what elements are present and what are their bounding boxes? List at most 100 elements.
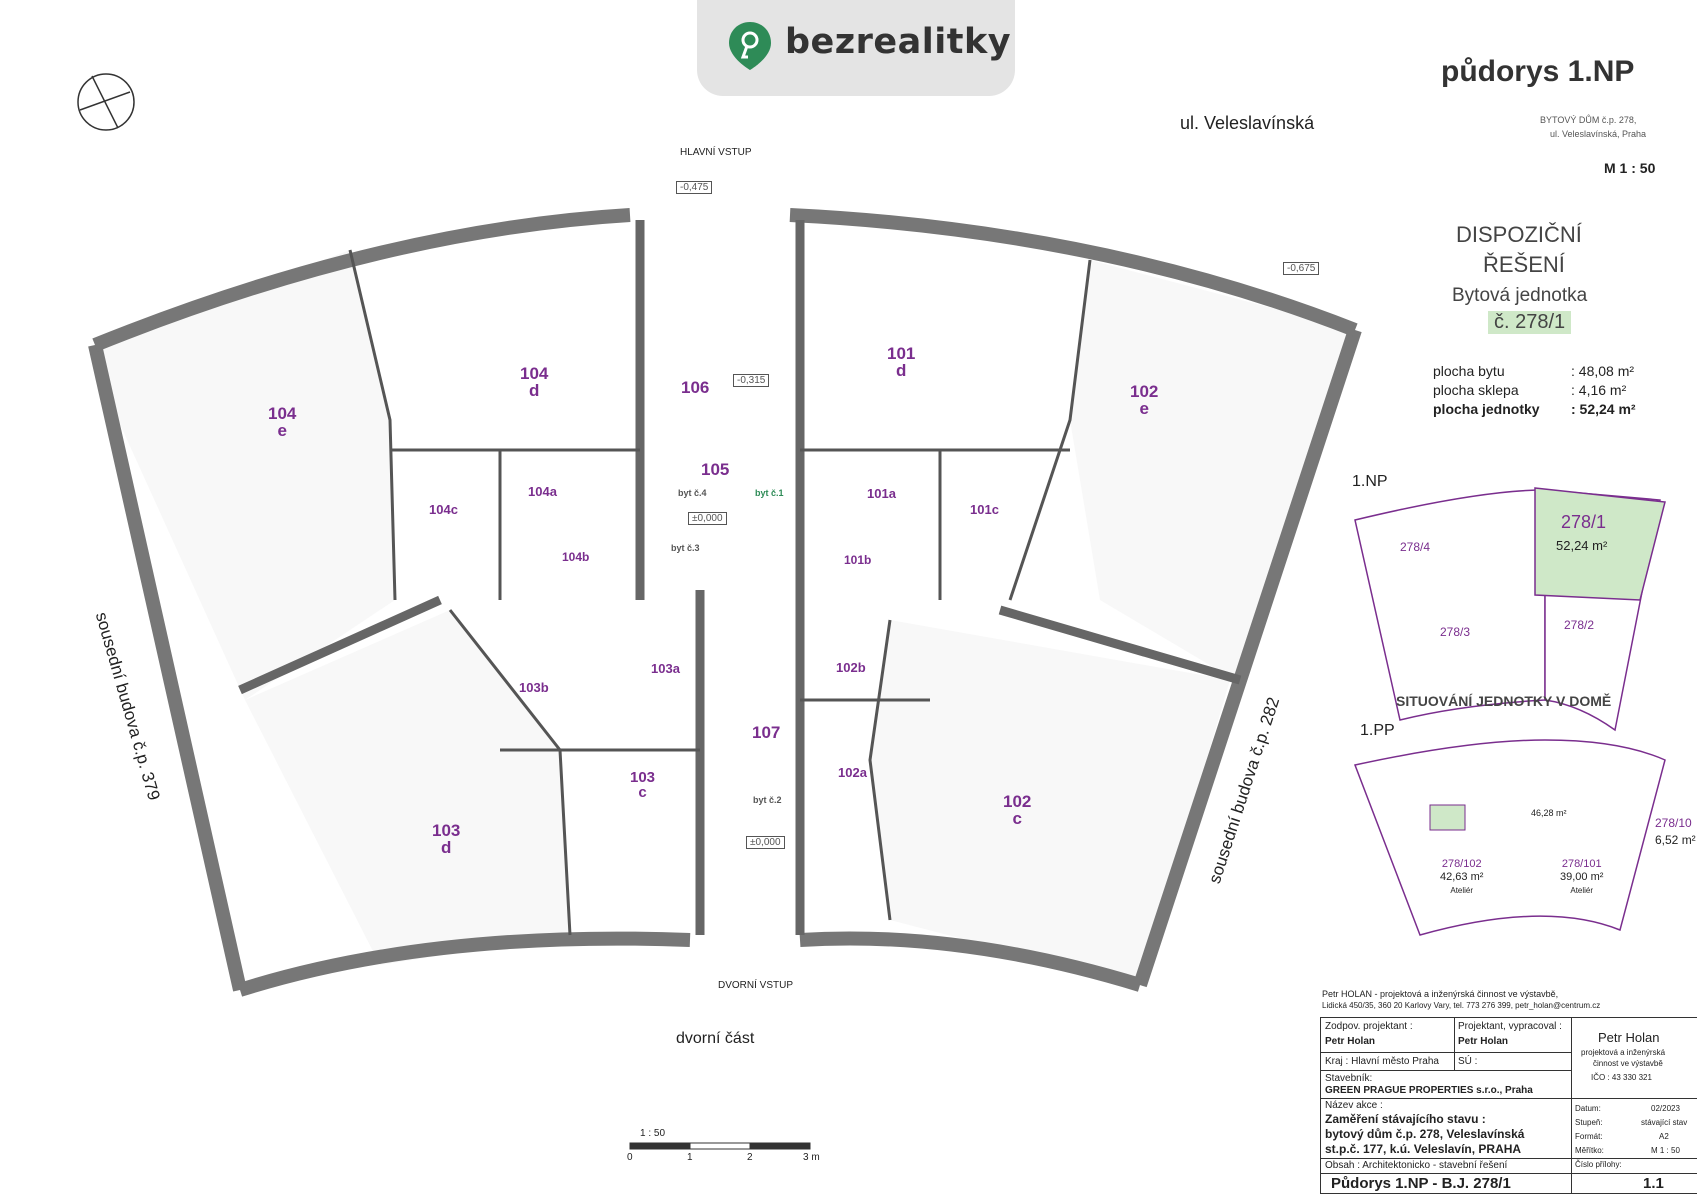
drawing-title: Půdorys 1.NP - B.J. 278/1 (1331, 1175, 1511, 1192)
scale-tick-3: 3 m (803, 1152, 820, 1163)
stamp-line-1: projektová a inženýrská (1581, 1048, 1666, 1057)
situation-pp-label: 1.PP (1360, 722, 1395, 739)
situation-unit-4: 278/4 (1400, 540, 1431, 554)
main-entrance-label: HLAVNÍ VSTUP (680, 147, 752, 158)
street-top: ul. Veleslavínská (1180, 113, 1315, 133)
level-entry: -0,475 (676, 181, 713, 194)
room-101a: 101a (867, 486, 896, 501)
room-102a: 102a (838, 765, 867, 780)
level-stair: -0,315 (733, 374, 770, 387)
room-104a: 104a (528, 484, 557, 499)
format-label: Formát: (1575, 1132, 1603, 1141)
room-104b: 104b (562, 550, 590, 564)
resp-label: Zodpov. projektant : (1325, 1021, 1413, 1032)
key-icon (729, 22, 771, 70)
kraj: Kraj : Hlavní město Praha (1325, 1056, 1439, 1067)
situation-1pp-outline (1353, 739, 1666, 936)
su: SÚ : (1458, 1056, 1478, 1067)
building-line-1: BYTOVÝ DŮM č.p. 278, (1540, 115, 1637, 125)
room-fills (95, 250, 1355, 985)
room-105: 105 (701, 460, 730, 479)
area-row-unit: plocha jednotky: 52,24 m² (1433, 401, 1636, 417)
brand-badge[interactable]: bezrealitky (697, 0, 1015, 96)
brand-name: bezrealitky (785, 22, 1012, 62)
flat-label-3: byt č.3 (671, 543, 700, 553)
stamp-ico: IČO : 43 330 321 (1591, 1073, 1652, 1082)
situation-selected-area: 52,24 m² (1556, 538, 1608, 553)
unit-label: Bytová jednotka (1452, 285, 1588, 306)
format: A2 (1659, 1132, 1669, 1141)
yard-entrance-label: DVORNÍ VSTUP (718, 980, 794, 991)
stage-label: Stupeň: (1575, 1118, 1603, 1127)
action-1: Zaměření stávajícího stavu : (1325, 1112, 1486, 1126)
action-label: Název akce : (1325, 1100, 1383, 1111)
num: 1.1 (1643, 1175, 1664, 1192)
company-line: Petr HOLAN - projektová a inženýrská čin… (1322, 989, 1559, 999)
situation-title: SITUOVÁNÍ JEDNOTKY V DOMĚ (1396, 693, 1612, 709)
resp-value: Petr Holan (1325, 1036, 1376, 1047)
disposition-title-1: DISPOZIČNÍ (1456, 222, 1582, 247)
area-row-cellar: plocha sklepa: 4,16 m² (1433, 382, 1627, 398)
level-main: ±0,000 (688, 512, 727, 525)
level-yard: ±0,000 (746, 836, 785, 849)
disposition-title-2: ŘEŠENÍ (1483, 252, 1565, 277)
scale: M 1 : 50 (1651, 1146, 1680, 1155)
investor-label: Stavebník: (1325, 1073, 1373, 1084)
title-block: Zodpov. projektant : Petr Holan Projekta… (1320, 1017, 1697, 1194)
room-103a: 103a (651, 661, 680, 676)
investor: GREEN PRAGUE PROPERTIES s.r.o., Praha (1325, 1085, 1533, 1096)
situation-highlight (1534, 487, 1666, 601)
room-101b: 101b (844, 553, 872, 567)
situation-pp-center: 46,28 m² (1531, 808, 1567, 818)
scale-tick-1: 1 (687, 1152, 693, 1163)
flat-label-4: byt č.4 (678, 488, 707, 498)
area-row-flat: plocha bytu: 48,08 m² (1433, 363, 1635, 379)
situation-1pp-highlight (1429, 804, 1466, 831)
situation-unit-3: 278/3 (1440, 625, 1471, 639)
situation-np-label: 1.NP (1352, 473, 1388, 490)
situation-unit-2: 278/2 (1564, 618, 1595, 632)
walls (88, 208, 1362, 997)
company-address: Lidická 450/35, 360 20 Karlovy Vary, tel… (1322, 1001, 1601, 1010)
proj-value: Petr Holan (1458, 1036, 1509, 1047)
stamp-name: Petr Holan (1598, 1030, 1660, 1045)
flat-label-2: byt č.2 (753, 795, 782, 805)
interior-walls (238, 220, 1242, 935)
compass-icon (77, 73, 135, 131)
room-107: 107 (752, 723, 781, 742)
unit-id: č. 278/1 (1488, 311, 1572, 334)
date: 02/2023 (1651, 1104, 1680, 1113)
room-101c: 101c (970, 502, 999, 517)
proj-label: Projektant, vypracoval : (1458, 1021, 1562, 1032)
page-title: půdorys 1.NP (1441, 55, 1635, 88)
street-bottom: dvorní část (676, 1030, 755, 1047)
flat-label-1: byt č.1 (755, 488, 784, 498)
scale-bar-label: 1 : 50 (640, 1128, 666, 1139)
header-scale: M 1 : 50 (1604, 160, 1656, 176)
area-table: plocha bytu: 48,08 m² plocha sklepa: 4,1… (1433, 362, 1697, 419)
level-right: -0,675 (1283, 262, 1320, 275)
stage: stávající stav (1641, 1118, 1688, 1127)
date-label: Datum: (1575, 1104, 1601, 1113)
scale-tick-0: 0 (627, 1152, 633, 1163)
building-line-2: ul. Veleslavínská, Praha (1550, 129, 1647, 139)
num-label: Číslo přílohy: (1575, 1160, 1622, 1169)
action-2: bytový dům č.p. 278, Veleslavínská (1325, 1127, 1525, 1141)
room-103b: 103b (519, 680, 549, 695)
room-104c: 104c (429, 502, 458, 517)
content: Obsah : Architektonicko - stavební řešen… (1325, 1160, 1508, 1171)
room-106: 106 (681, 378, 710, 397)
scale-bar-graphic (629, 1142, 811, 1150)
stamp-line-2: činnost ve výstavbě (1593, 1059, 1663, 1068)
room-102b: 102b (836, 660, 866, 675)
